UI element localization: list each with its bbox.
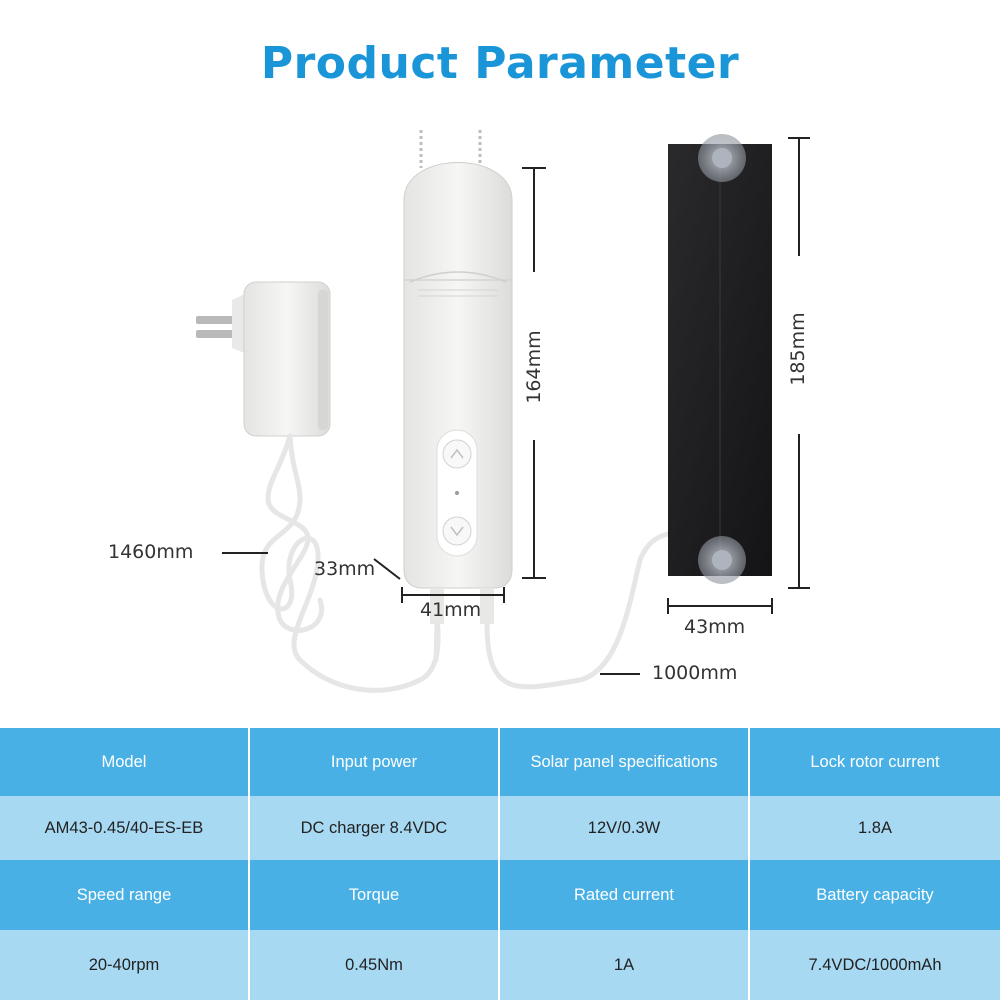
spec-value: AM43-0.45/40-ES-EB: [0, 796, 250, 860]
adapter-cable: [259, 433, 441, 693]
spec-header: Input power: [250, 728, 500, 796]
spec-header: Solar panel specifications: [500, 728, 750, 796]
spec-value: 0.45Nm: [250, 930, 500, 1000]
product-illustration: [196, 130, 810, 693]
spec-value: 1.8A: [750, 796, 1000, 860]
spec-header: Speed range: [0, 860, 250, 930]
spec-header: Model: [0, 728, 250, 796]
motor-body: [403, 162, 513, 624]
panel-cable-label: 1000mm: [652, 662, 738, 684]
spec-header: Torque: [250, 860, 500, 930]
bead-chains: [419, 130, 482, 168]
solar-panel: [668, 134, 772, 584]
spec-value: DC charger 8.4VDC: [250, 796, 500, 860]
spec-table: Model Input power Solar panel specificat…: [0, 728, 1000, 1000]
spec-value: 7.4VDC/1000mAh: [750, 930, 1000, 1000]
motor-cables: [433, 531, 671, 690]
spec-value: 20-40rpm: [0, 930, 250, 1000]
spec-value: 1A: [500, 930, 750, 1000]
spec-value: 12V/0.3W: [500, 796, 750, 860]
spec-header: Rated current: [500, 860, 750, 930]
motor-height-label: 164mm: [523, 330, 545, 404]
panel-width-label: 43mm: [684, 616, 746, 638]
spec-header: Lock rotor current: [750, 728, 1000, 796]
motor-width-label: 41mm: [420, 599, 482, 621]
panel-height-label: 185mm: [787, 312, 809, 386]
spec-header: Battery capacity: [750, 860, 1000, 930]
power-adapter: [196, 281, 331, 437]
cable-length-label: 1460mm: [108, 541, 194, 563]
depth-label: 33mm: [314, 558, 376, 580]
dimension-lines: [222, 137, 810, 675]
page-title: Product Parameter: [260, 38, 740, 89]
